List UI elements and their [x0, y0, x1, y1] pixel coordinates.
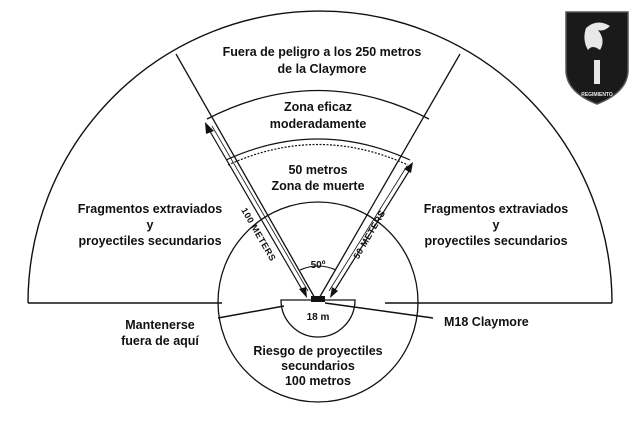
- arrow-left-top: [205, 122, 214, 134]
- backblast-distance-label: 18 m: [307, 312, 330, 323]
- dimension-line-left-2: [211, 125, 309, 292]
- danger-zone-label-1: Fuera de peligro a los 250 metros: [223, 45, 422, 59]
- secondary-risk-label-1: Riesgo de proyectiles: [253, 344, 382, 358]
- stay-out-pointer-line: [217, 305, 285, 319]
- angle-arc: [299, 265, 337, 271]
- dimension-line-right: [332, 167, 412, 294]
- effective-zone-arc: [206, 89, 430, 120]
- claymore-label: M18 Claymore: [444, 315, 529, 329]
- angle-label: 50º: [311, 260, 326, 271]
- arrow-right-top: [404, 162, 413, 173]
- secondary-risk-label-2: secundarios: [281, 359, 355, 373]
- dimension-line-left: [207, 127, 305, 294]
- claymore-pointer-line: [324, 302, 434, 319]
- arrow-left-bottom: [299, 287, 307, 298]
- secondary-risk-circle: [217, 201, 419, 403]
- right-fragments-label-1: Fragmentos extraviados: [424, 202, 569, 216]
- regiment-emblem: REGIMIENTO: [565, 11, 629, 105]
- emblem-text: REGIMIENTO: [581, 92, 613, 98]
- dimension-line-right-2: [328, 165, 408, 292]
- kill-zone-label-2: Zona de muerte: [271, 179, 364, 193]
- sector-boundary-right: [317, 53, 461, 301]
- stay-out-label-2: fuera de aquí: [121, 334, 199, 348]
- danger-zone-label-2: de la Claymore: [278, 62, 367, 76]
- left-fragments-label-1: Fragmentos extraviados: [78, 202, 223, 216]
- danger-zone-arc: [27, 10, 613, 304]
- claymore-device: [311, 296, 325, 302]
- effective-zone-label-1: Zona eficaz: [284, 100, 352, 114]
- secondary-risk-label-3: 100 metros: [285, 374, 351, 388]
- left-fragments-label-2: y: [147, 218, 154, 232]
- backblast-zone: [280, 299, 356, 338]
- kill-zone-label-1: 50 metros: [288, 163, 347, 177]
- kill-zone-arc-inner: [227, 143, 409, 166]
- right-fragments-label-3: proyectiles secundarios: [424, 234, 567, 248]
- stay-out-label-1: Mantenerse: [125, 318, 195, 332]
- left-fragments-label-3: proyectiles secundarios: [78, 234, 221, 248]
- arrow-right-bottom: [330, 287, 338, 298]
- kill-zone-arc-outer: [225, 138, 411, 161]
- sector-boundary-left: [175, 53, 317, 301]
- effective-zone-label-2: moderadamente: [270, 117, 367, 131]
- right-fragments-label-2: y: [493, 218, 500, 232]
